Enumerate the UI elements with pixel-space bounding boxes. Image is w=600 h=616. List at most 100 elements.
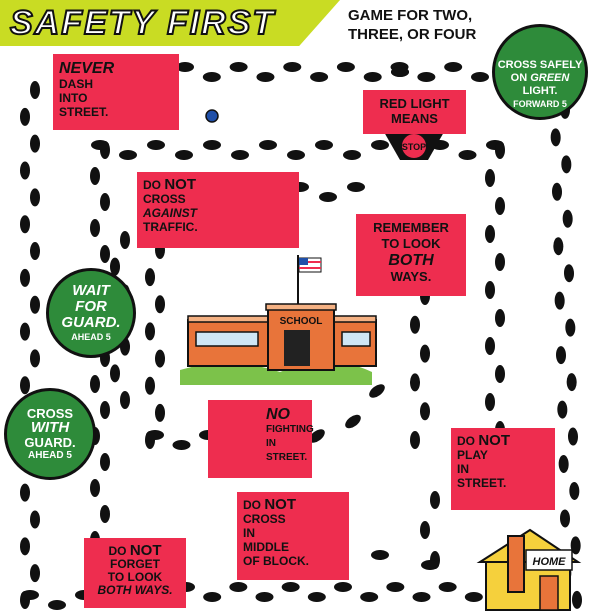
footprint	[485, 281, 495, 299]
footprint	[458, 150, 477, 160]
footprint	[90, 375, 100, 393]
school-building: SCHOOL	[180, 255, 377, 385]
footprint	[90, 479, 100, 497]
space-emph: NOT	[164, 176, 197, 193]
footprint	[495, 309, 505, 327]
space-text: STREET.	[266, 452, 308, 463]
footprint	[256, 72, 275, 82]
footprint	[110, 257, 120, 276]
space-do-not-play[interactable]: DO NOT PLAY IN STREET.	[451, 428, 555, 510]
footprint	[495, 141, 505, 159]
space-never-dash[interactable]: NEVER DASH INTO STREET.	[53, 54, 179, 130]
space-cross-guard[interactable]: CROSS WITH GUARD. AHEAD 5	[4, 388, 96, 480]
space-no-fighting[interactable]: NO FIGHTING IN STREET.	[208, 400, 314, 478]
space-text: CROSS	[143, 192, 186, 206]
space-text: DO NOT	[143, 176, 293, 193]
footprint	[259, 140, 277, 150]
space-emph: BOTH	[388, 252, 434, 269]
game-title: SAFETY FIRST	[9, 3, 276, 43]
footprint	[90, 219, 100, 237]
space-text: TO LOOK	[107, 570, 163, 584]
footprint	[229, 582, 248, 592]
space-wait-guard[interactable]: WAIT FOR GUARD. AHEAD 5	[46, 268, 136, 358]
footprint	[421, 560, 439, 570]
title-banner	[0, 0, 340, 46]
footprint	[347, 182, 365, 192]
space-emph: GREEN	[530, 72, 570, 84]
space-forget-look[interactable]: DO NOT FORGET TO LOOK BOTH WAYS.	[84, 538, 186, 608]
footprint	[30, 81, 40, 99]
footprint	[558, 455, 569, 474]
footprint	[307, 592, 326, 602]
space-text: BOTH WAYS.	[97, 583, 173, 597]
footprint	[420, 521, 430, 539]
footprint	[30, 349, 40, 368]
footprint	[420, 402, 430, 421]
footprint	[20, 268, 30, 287]
space-middle-block[interactable]: DO NOT CROSS IN MIDDLE OF BLOCK.	[237, 492, 349, 580]
space-text: LIGHT.	[522, 85, 558, 97]
subtitle-line: GAME FOR TWO,	[348, 7, 473, 24]
footprint	[21, 590, 39, 600]
footprint	[175, 150, 193, 160]
footprint	[202, 72, 221, 82]
footprint	[565, 318, 576, 337]
space-remember[interactable]: REMEMBER TO LOOK BOTH WAYS.	[356, 214, 466, 296]
subtitle-line: THREE, OR FOUR	[348, 26, 477, 43]
footprint	[495, 253, 505, 271]
space-text: ON	[510, 72, 528, 84]
footprint	[485, 393, 495, 411]
space-text: DO NOT	[90, 543, 180, 558]
footprint	[444, 62, 463, 72]
footprint	[229, 62, 248, 72]
footprint	[471, 72, 489, 82]
footprint	[30, 242, 40, 261]
space-text: DO	[108, 544, 127, 558]
space-text: FORWARD 5	[513, 99, 567, 109]
footprint	[438, 582, 457, 592]
space-red-light[interactable]: RED LIGHT MEANS	[363, 90, 466, 134]
footprint	[420, 344, 430, 363]
space-cross-green[interactable]: CROSS SAFELY ON GREEN LIGHT. FORWARD 5	[492, 24, 588, 120]
footprint	[30, 134, 40, 153]
footprint	[464, 592, 483, 602]
footprint	[203, 592, 222, 602]
space-text: MEANS	[391, 111, 438, 126]
space-text: PLAY	[457, 448, 488, 462]
space-text: WAIT	[72, 281, 110, 299]
footprint	[90, 167, 100, 185]
space-emph: NOT	[478, 432, 511, 449]
space-text: INTO	[59, 91, 88, 105]
footprint	[100, 505, 110, 523]
footprint	[20, 537, 30, 556]
footprint	[30, 295, 40, 314]
footprint	[120, 391, 130, 409]
footprint	[110, 364, 120, 383]
footprint	[371, 550, 389, 560]
space-text: FIGHTING	[266, 424, 314, 435]
footprint	[155, 349, 165, 368]
footprint	[100, 245, 110, 263]
footprint	[255, 592, 274, 602]
space-text: STREET.	[59, 105, 109, 119]
footprint	[315, 140, 333, 150]
space-text: OF BLOCK.	[243, 554, 309, 568]
footprint	[20, 376, 30, 395]
footprint	[119, 150, 137, 160]
space-text: REMEMBER	[373, 220, 449, 235]
footprint	[559, 509, 571, 528]
space-text: GUARD.	[61, 313, 121, 331]
footprint	[391, 67, 409, 77]
footprint	[310, 72, 329, 82]
footprint	[231, 150, 249, 160]
space-against-traffic[interactable]: DO NOT CROSS AGAINST TRAFFIC.	[137, 172, 299, 248]
footprint	[554, 291, 565, 310]
footprint	[146, 430, 164, 440]
school-sign: SCHOOL	[280, 316, 323, 327]
space-text: IN	[457, 462, 469, 476]
footprint	[336, 62, 355, 72]
space-text: DO	[143, 178, 161, 192]
space-text: AHEAD 5	[28, 449, 72, 461]
footprint	[553, 237, 564, 256]
